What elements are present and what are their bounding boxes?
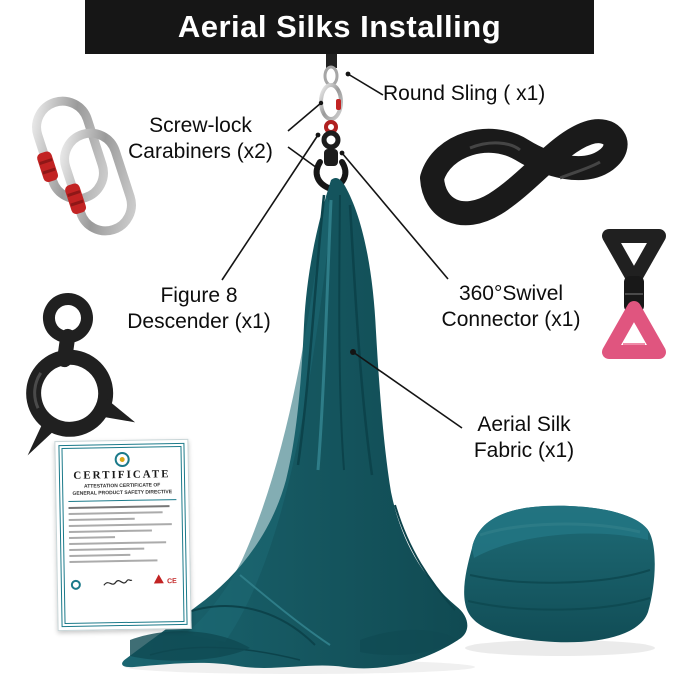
certificate-ce-marks: CE: [153, 570, 177, 588]
figure8-label: Figure 8 Descender (x1): [127, 284, 271, 333]
silk-back-panel: [185, 195, 332, 642]
certificate-text-line: [68, 505, 170, 509]
certificate-footer: CE: [69, 570, 179, 590]
certificate-text-line: [69, 553, 130, 557]
swivel-bottom-ring: [602, 301, 666, 359]
certificate-text-line: [68, 523, 173, 527]
certificate-text-line: [68, 511, 163, 515]
certificate-title: CERTIFICATE: [73, 468, 171, 482]
rigging-hardware: [313, 54, 349, 193]
fabric-label: Aerial Silk Fabric (x1): [473, 413, 575, 462]
top-carabiner-screw-sleeve: [336, 99, 341, 110]
swivel-label: 360°Swivel Connector (x1): [441, 282, 581, 331]
certificate-text-line: [68, 517, 135, 521]
aerial-silk-drape: [122, 178, 468, 669]
folded-fabric: [464, 505, 655, 643]
certificate-text-line: [69, 541, 166, 545]
carabiner-1: [32, 96, 108, 204]
certificate-subtitle-2: GENERAL PRODUCT SAFETY DIRECTIVE: [72, 488, 173, 497]
silk-body: [122, 178, 468, 669]
screwlock-carabiners: [32, 96, 136, 236]
swivel-barrel: [324, 149, 338, 166]
round-sling: [420, 119, 628, 226]
certificate-text-line: [68, 529, 152, 533]
certificate-text-line: [69, 536, 116, 539]
page-title: Aerial Silks Installing: [177, 9, 502, 44]
warning-triangle-icon: [153, 574, 165, 584]
certificate-text-line: [69, 559, 158, 563]
round-sling-label: Round Sling ( x1): [383, 82, 546, 105]
certificate-logo: [114, 451, 130, 468]
hanging-strap: [326, 54, 337, 68]
small-descender-ring: [321, 130, 341, 150]
annotation-lines: [221, 71, 463, 429]
header-banner: Aerial Silks Installing: [85, 0, 594, 54]
ce-mark: CE: [167, 578, 177, 586]
figure8-callout-line: [221, 134, 319, 281]
swivel-callout-line: [341, 152, 449, 280]
carabiner-callout-line-1: [287, 102, 322, 132]
certificate-border: CERTIFICATE ATTESTATION CERTIFICATE OF G…: [58, 442, 188, 628]
signature-icon: [103, 579, 132, 586]
swivel-top-ring: [602, 229, 666, 287]
certificate-text-line: [69, 547, 145, 551]
fabric-callout-line: [352, 351, 463, 429]
swivel-connector: [602, 229, 666, 359]
carabiner-2: [60, 128, 136, 236]
quick-link: [323, 65, 339, 87]
carabiners-label: Screw-lock Carabiners (x2): [128, 114, 273, 163]
figure8-descender: [26, 293, 136, 456]
certificate-divider: [68, 499, 177, 502]
round-sling-callout-line: [347, 73, 384, 96]
certificate-seal-icon: [70, 579, 81, 590]
certificate-document: CERTIFICATE ATTESTATION CERTIFICATE OF G…: [54, 438, 192, 632]
